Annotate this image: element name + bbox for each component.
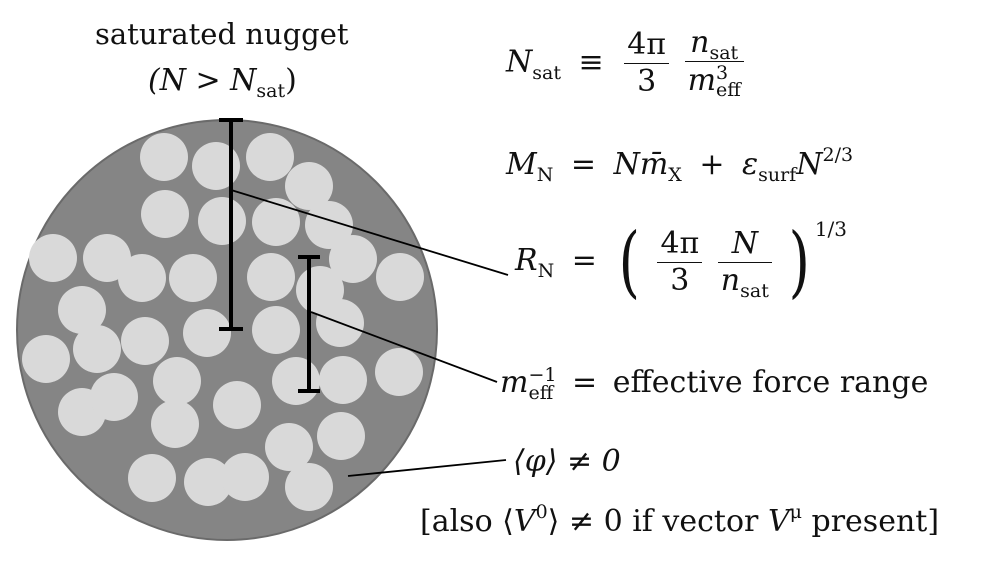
nugget-condition: (N > Nsat) — [148, 63, 297, 102]
particle — [22, 335, 70, 383]
particle — [29, 234, 77, 282]
particle — [265, 423, 313, 471]
particle — [183, 309, 231, 357]
particle — [246, 133, 294, 181]
radius-bar — [219, 118, 243, 331]
particle — [118, 254, 166, 302]
range-bar — [298, 255, 320, 393]
particle — [285, 463, 333, 511]
particle — [140, 133, 188, 181]
particle — [252, 306, 300, 354]
particle — [319, 356, 367, 404]
particle — [213, 381, 261, 429]
nugget-title: saturated nugget — [95, 17, 349, 51]
particle — [375, 348, 423, 396]
mass-equation: MN = Nm̄X + εsurfN2/3 — [506, 144, 854, 186]
particle — [153, 357, 201, 405]
particle — [169, 254, 217, 302]
connector-lines — [230, 189, 509, 477]
particle — [317, 412, 365, 460]
particle — [128, 454, 176, 502]
particle — [141, 190, 189, 238]
particle — [198, 197, 246, 245]
vev-equation: ⟨φ⟩ ≠ 0 — [513, 444, 621, 479]
particle — [90, 373, 138, 421]
radius-connector-line — [230, 189, 509, 276]
particle — [285, 162, 333, 210]
particle — [121, 317, 169, 365]
particle — [376, 253, 424, 301]
particle — [184, 458, 232, 506]
particle-group — [22, 133, 424, 511]
particle — [83, 234, 131, 282]
particle — [247, 253, 295, 301]
particle — [151, 400, 199, 448]
particle — [329, 235, 377, 283]
particle — [192, 142, 240, 190]
range-connector-line — [310, 311, 498, 383]
vector-note: [also ⟨V0⟩ ≠ 0 if vector Vμ present] — [420, 501, 940, 539]
particle — [58, 286, 106, 334]
particle — [252, 198, 300, 246]
particle — [272, 357, 320, 405]
vev-connector-line — [347, 459, 507, 477]
particle — [221, 453, 269, 501]
particle — [305, 201, 353, 249]
particle — [73, 325, 121, 373]
